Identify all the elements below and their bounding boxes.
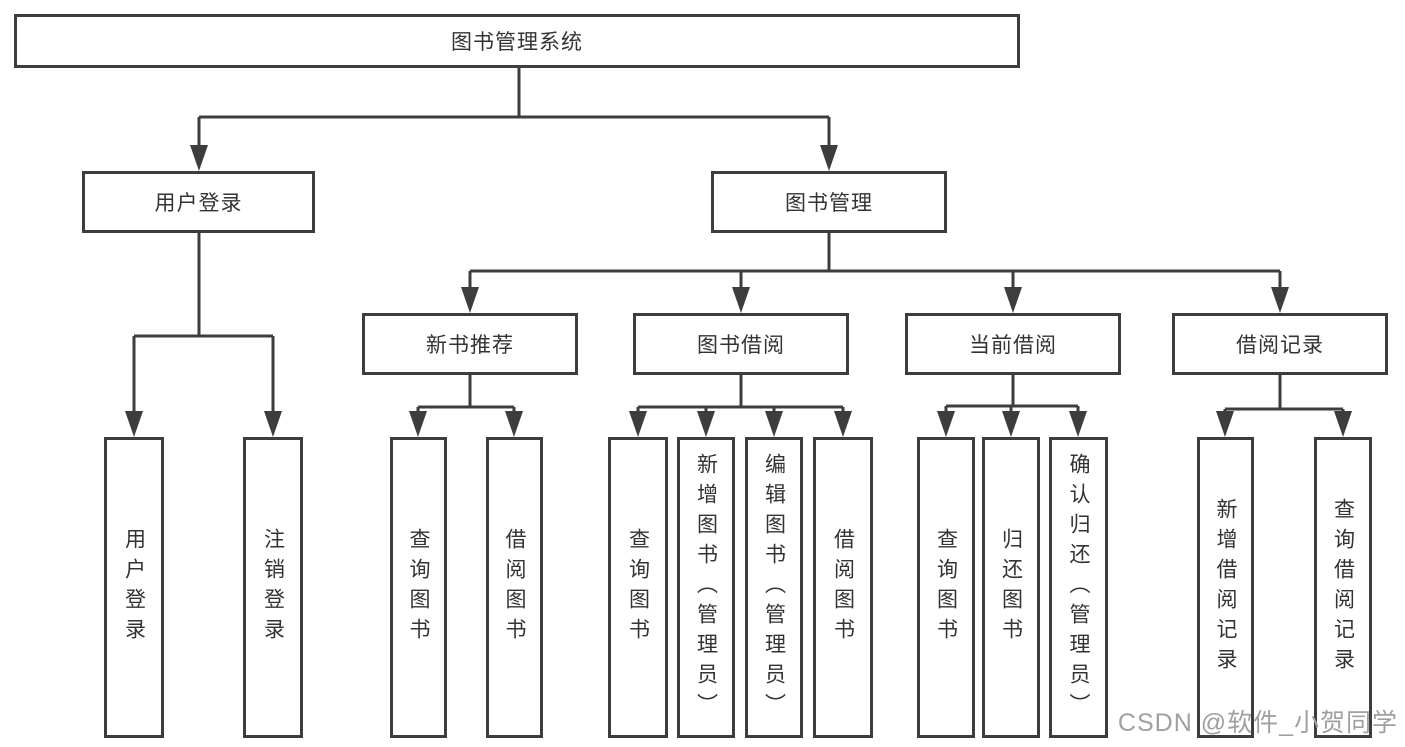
leaf-query-books-recommend: 查询图书 (390, 437, 447, 738)
node-book-borrow: 图书借阅 (633, 313, 849, 375)
node-borrow-records: 借阅记录 (1172, 313, 1388, 375)
leaf-add-book-admin: 新增图书（管理员） (677, 437, 735, 738)
leaf-label: 新增借阅记录 (1214, 497, 1237, 678)
node-book-management: 图书管理 (711, 171, 947, 233)
leaf-edit-book-admin: 编辑图书（管理员） (745, 437, 803, 738)
leaf-user-login: 用户登录 (104, 437, 164, 738)
leaf-label: 新增图书（管理员） (694, 452, 718, 723)
csdn-watermark: CSDN @软件_小贺同学 (1117, 709, 1398, 737)
leaf-label: 借阅图书 (831, 527, 855, 648)
leaf-query-books-borrow: 查询图书 (608, 437, 668, 738)
leaf-label: 查询图书 (626, 527, 650, 648)
node-user-login: 用户登录 (82, 171, 315, 233)
leaf-label: 确认归还（管理员） (1067, 452, 1090, 723)
leaf-label: 查询借阅记录 (1331, 497, 1355, 678)
leaf-label: 查询图书 (407, 527, 430, 648)
leaf-label: 查询图书 (934, 527, 958, 648)
leaf-confirm-return-admin: 确认归还（管理员） (1049, 437, 1108, 738)
leaf-add-borrow-record: 新增借阅记录 (1197, 437, 1254, 738)
leaf-label: 用户登录 (122, 527, 146, 648)
leaf-borrow-books: 借阅图书 (813, 437, 873, 738)
node-current-borrow: 当前借阅 (905, 313, 1121, 375)
leaf-label: 借阅图书 (503, 527, 526, 648)
leaf-label: 编辑图书（管理员） (762, 452, 786, 723)
leaf-query-borrow-record: 查询借阅记录 (1314, 437, 1372, 738)
leaf-return-book: 归还图书 (982, 437, 1040, 738)
node-library-system: 图书管理系统 (14, 14, 1020, 68)
leaf-logout: 注销登录 (243, 437, 303, 738)
leaf-label: 归还图书 (999, 527, 1023, 648)
leaf-label: 注销登录 (261, 527, 285, 648)
leaf-query-books-current: 查询图书 (917, 437, 975, 738)
node-new-book-recommend: 新书推荐 (362, 313, 578, 375)
leaf-borrow-books-recommend: 借阅图书 (486, 437, 543, 738)
